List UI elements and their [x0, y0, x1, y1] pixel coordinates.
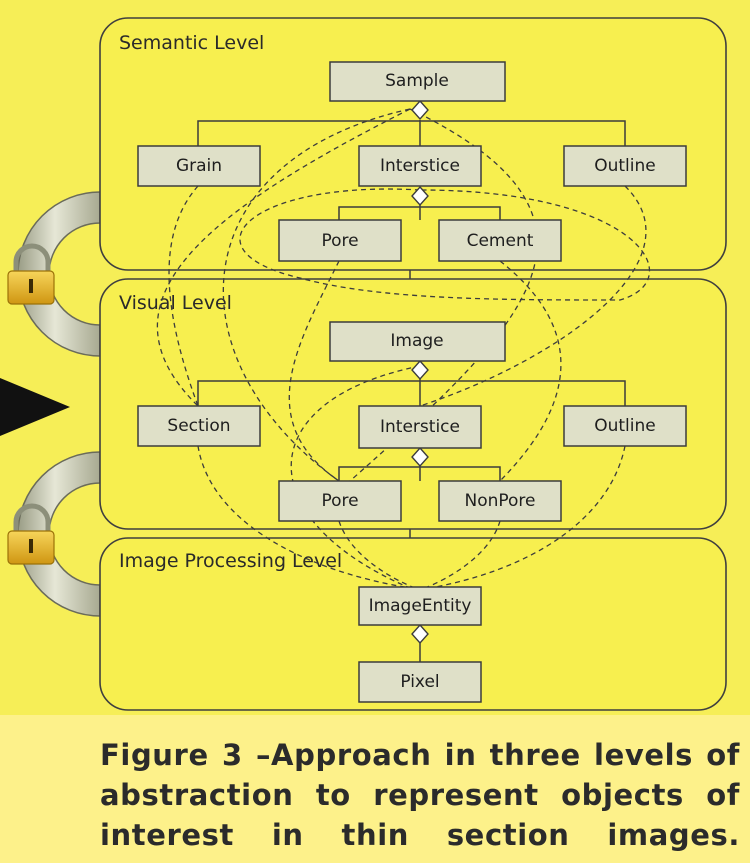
composition-diamond — [411, 185, 429, 207]
lock-icon — [7, 503, 55, 565]
lock-icon — [7, 243, 55, 305]
svg-text:Pore: Pore — [321, 491, 358, 511]
node-interstice-visual: Interstice — [358, 405, 482, 449]
node-interstice-semantic: Interstice — [358, 145, 482, 187]
node-sample: Sample — [329, 61, 506, 102]
composition-diamond — [411, 446, 429, 468]
svg-text:Pixel: Pixel — [400, 672, 439, 692]
svg-text:Sample: Sample — [385, 71, 449, 91]
svg-text:Pore: Pore — [321, 231, 358, 251]
visual-level-title: Visual Level — [119, 292, 232, 314]
node-pore-semantic: Pore — [278, 219, 402, 262]
svg-text:Outline: Outline — [594, 156, 656, 176]
node-image: Image — [329, 321, 506, 362]
node-cement: Cement — [438, 219, 562, 262]
node-outline-visual: Outline — [563, 405, 687, 447]
node-nonpore: NonPore — [438, 480, 562, 522]
svg-text:ImageEntity: ImageEntity — [369, 596, 472, 616]
chain-link-lower — [17, 451, 101, 617]
chain-link-upper — [17, 191, 101, 357]
association-lines — [156, 108, 650, 589]
figure-area: Semantic Level Visual Level Image Proces… — [0, 0, 750, 715]
node-image-entity: ImageEntity — [358, 586, 482, 626]
svg-text:Section: Section — [167, 416, 230, 436]
node-grain: Grain — [137, 145, 261, 187]
panel-visual-level — [99, 278, 727, 530]
svg-text:Image: Image — [390, 331, 443, 351]
tree-connectors — [197, 120, 626, 662]
svg-text:Outline: Outline — [594, 416, 656, 436]
svg-text:NonPore: NonPore — [464, 491, 535, 511]
svg-text:Interstice: Interstice — [380, 156, 460, 176]
svg-text:Cement: Cement — [467, 231, 534, 251]
svg-text:Grain: Grain — [176, 156, 222, 176]
node-pixel: Pixel — [358, 661, 482, 703]
svg-text:Interstice: Interstice — [380, 417, 460, 437]
caption-line: abstraction to represent objects of — [100, 778, 740, 812]
composition-diamond — [411, 99, 429, 121]
figure-caption: Figure 3 –Approach in three levels of ab… — [100, 735, 740, 855]
caption-line: Figure 3 –Approach in three levels of — [100, 738, 740, 772]
node-section: Section — [137, 405, 261, 447]
node-pore-visual: Pore — [278, 480, 402, 522]
semantic-level-title: Semantic Level — [119, 32, 264, 54]
panel-semantic-level — [99, 17, 727, 271]
node-outline-semantic: Outline — [563, 145, 687, 187]
diagram: Semantic Level Visual Level Image Proces… — [0, 17, 727, 711]
arrow-right-icon — [0, 378, 70, 436]
processing-level-title: Image Processing Level — [119, 550, 342, 572]
composition-diamond — [411, 359, 429, 381]
caption-line: interest in thin section images. — [100, 818, 740, 852]
composition-diamond — [411, 623, 429, 645]
